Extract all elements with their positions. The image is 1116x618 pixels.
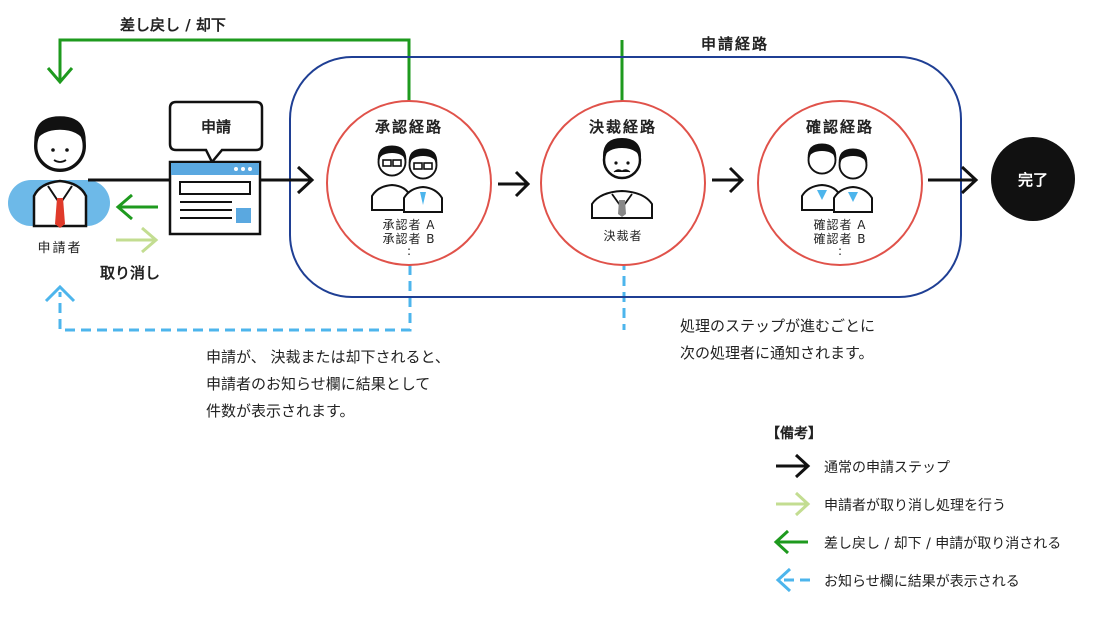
route-label: 申請経路 (701, 35, 769, 53)
confirmers-icon (801, 142, 873, 213)
return-route (46, 38, 624, 115)
stage-decision: 決裁経路 決裁者 (540, 100, 706, 266)
stage-decision-title: 決裁経路 (589, 118, 657, 136)
return-arrowhead (46, 67, 74, 85)
applicant (8, 114, 110, 228)
legend-normal-arrow-icon (776, 453, 811, 479)
stage-confirmation: 確認経路 確認者 A 確認者 B : (757, 100, 923, 266)
return-line (58, 38, 411, 115)
flow-arrow-to-complete (928, 165, 979, 195)
stage-confirmation-circle (757, 100, 923, 266)
decision-maker-icon (591, 136, 653, 219)
legend-return-label: 差し戻し / 却下 / 申請が取り消される (824, 536, 1061, 552)
return-small-arrow (115, 193, 158, 221)
stage-approval-person-2: 承認者 B (382, 231, 435, 246)
application-bubble (168, 100, 264, 165)
step-note: 処理のステップが進むごとに 次の処理者に通知されます。 (680, 313, 875, 367)
step-note-line: 次の処理者に通知されます。 (680, 344, 874, 362)
stage-decision-circle (540, 100, 706, 266)
return-label: 差し戻し / 却下 (120, 16, 226, 34)
step-note-line: 処理のステップが進むごとに (680, 317, 876, 335)
flow-arrow-decision-to-confirmation (712, 166, 745, 194)
flow-arrow-to-route (260, 165, 315, 195)
stage-approval-person-more: : (407, 244, 411, 258)
applicant-tie (55, 198, 65, 228)
stage-decision-person-1: 決裁者 (603, 229, 642, 243)
route-container (289, 56, 962, 298)
application-label: 申請 (201, 118, 231, 136)
stage-approval: 承認経路 承認者 A 承認者 B : (326, 100, 492, 266)
complete-label: 完了 (1018, 171, 1048, 189)
result-note-line: 申請者のお知らせ欄に結果として (206, 375, 431, 393)
legend-notice-label: お知らせ欄に結果が表示される (824, 573, 1020, 590)
applicant-name: 申請者 (37, 241, 82, 256)
stage-approval-person-1: 承認者 A (382, 217, 435, 232)
legend-cancel-arrow-icon (776, 491, 811, 517)
cancel-arrow (116, 226, 159, 254)
complete-circle (991, 137, 1075, 221)
stage-confirmation-person-more: : (838, 244, 842, 258)
legend-return-arrow-icon (773, 529, 808, 555)
legend-normal-label: 通常の申請ステップ (824, 460, 950, 476)
notice-arrowhead (44, 284, 76, 303)
legend-title: 【備考】 (766, 425, 822, 442)
result-note-line: 件数が表示されます。 (206, 402, 355, 420)
flow-arrow-approval-to-decision (498, 170, 531, 198)
result-note: 申請が、 決裁または却下されると、 申請者のお知らせ欄に結果として 件数が表示さ… (206, 344, 450, 425)
application-window-icon (168, 160, 262, 236)
result-note-line: 申請が、 決裁または却下されると、 (206, 348, 450, 366)
legend-cancel-label: 申請者が取り消し処理を行う (824, 498, 1006, 514)
stage-confirmation-person-2: 確認者 B (813, 231, 866, 246)
stage-approval-title: 承認経路 (375, 118, 443, 136)
legend-notice-arrow-icon (775, 567, 810, 593)
stage-confirmation-person-1: 確認者 A (813, 217, 866, 232)
stage-approval-circle (326, 100, 492, 266)
cancel-label: 取り消し (100, 264, 160, 282)
stage-confirmation-title: 確認経路 (805, 118, 874, 136)
approvers-icon (371, 144, 443, 213)
